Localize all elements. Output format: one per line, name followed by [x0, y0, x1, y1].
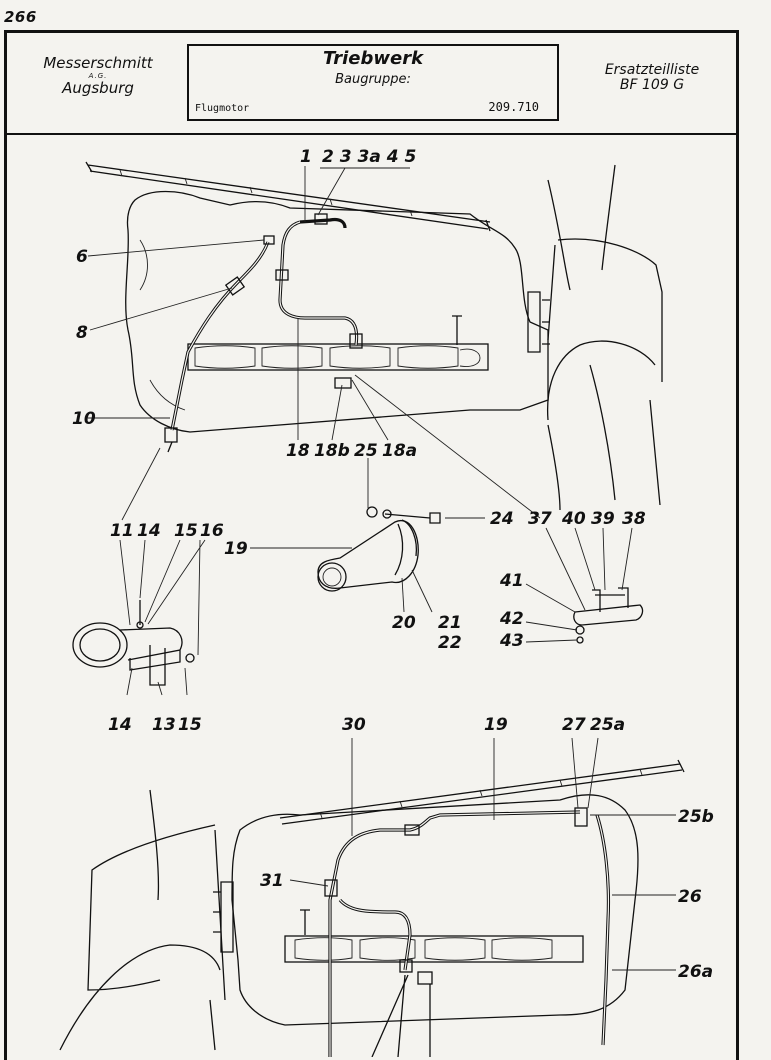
top-engine-view — [85, 161, 663, 521]
callout-18b: 18b — [314, 441, 350, 461]
callout-14-top: 14 — [137, 521, 161, 541]
callout-25a: 25a — [590, 715, 625, 735]
bottom-engine-view — [59, 737, 685, 1057]
callout-15-top: 15 — [174, 521, 198, 541]
doc-type-line1: Ersatzteilliste — [604, 62, 700, 78]
callout-13: 13 — [152, 715, 176, 735]
callout-8: 8 — [76, 323, 88, 343]
section-subtitle: Baugruppe: — [335, 72, 411, 87]
document-type: Ersatzteilliste BF 109 G — [572, 62, 732, 94]
callout-19-bottom: 19 — [484, 715, 508, 735]
callout-22: 22 — [438, 633, 462, 653]
callout-18a: 18a — [382, 441, 417, 461]
title-block: Messerschmitt A.G. Augsburg Triebwerk Ba… — [7, 33, 736, 135]
callout-10: 10 — [72, 409, 96, 429]
callout-14-bottom: 14 — [108, 715, 132, 735]
callout-2-5: 2 3 3a 4 5 — [322, 147, 416, 167]
company-name: Messerschmitt — [43, 54, 153, 72]
callout-19: 19 — [224, 539, 248, 559]
callout-42: 42 — [499, 609, 524, 629]
callout-41: 41 — [499, 571, 524, 591]
callout-21: 21 — [438, 613, 462, 633]
callout-27: 27 — [562, 715, 586, 735]
section-title: Triebwerk — [322, 48, 424, 69]
callout-6: 6 — [76, 247, 88, 267]
callout-26: 26 — [678, 887, 702, 907]
company-suffix: A.G. — [88, 72, 108, 81]
group-number: 209.710 — [488, 100, 539, 114]
callout-43: 43 — [499, 631, 524, 651]
callout-25b: 25b — [678, 807, 714, 827]
exploded-parts — [72, 458, 644, 696]
title-box: Triebwerk Baugruppe: Flugmotor 209.710 — [187, 44, 559, 121]
callout-31: 31 — [260, 871, 284, 891]
callout-39: 39 — [591, 509, 615, 529]
doc-type-line2: BF 109 G — [619, 77, 685, 94]
callout-15-bottom: 15 — [178, 715, 202, 735]
callout-20: 20 — [392, 613, 416, 633]
callout-1: 1 — [300, 147, 312, 167]
company-city: Augsburg — [62, 79, 134, 98]
group-name: Flugmotor — [195, 103, 250, 114]
callout-40: 40 — [561, 509, 586, 529]
callout-26a: 26a — [678, 962, 713, 982]
page-number: 266 — [4, 8, 37, 26]
callout-37: 37 — [528, 509, 552, 529]
callout-labels: 1 2 3 3a 4 5 6 8 10 18 18b 25 18a 24 37 … — [72, 147, 714, 982]
callout-18: 18 — [286, 441, 310, 461]
callout-16: 16 — [200, 521, 224, 541]
parts-sheet: Messerschmitt A.G. Augsburg Triebwerk Ba… — [4, 30, 739, 1060]
callout-11: 11 — [110, 521, 134, 541]
company-block: Messerschmitt A.G. Augsburg — [13, 54, 183, 98]
callout-24: 24 — [490, 509, 514, 529]
callout-25: 25 — [354, 441, 378, 461]
callout-38: 38 — [622, 509, 646, 529]
callout-30: 30 — [342, 715, 366, 735]
